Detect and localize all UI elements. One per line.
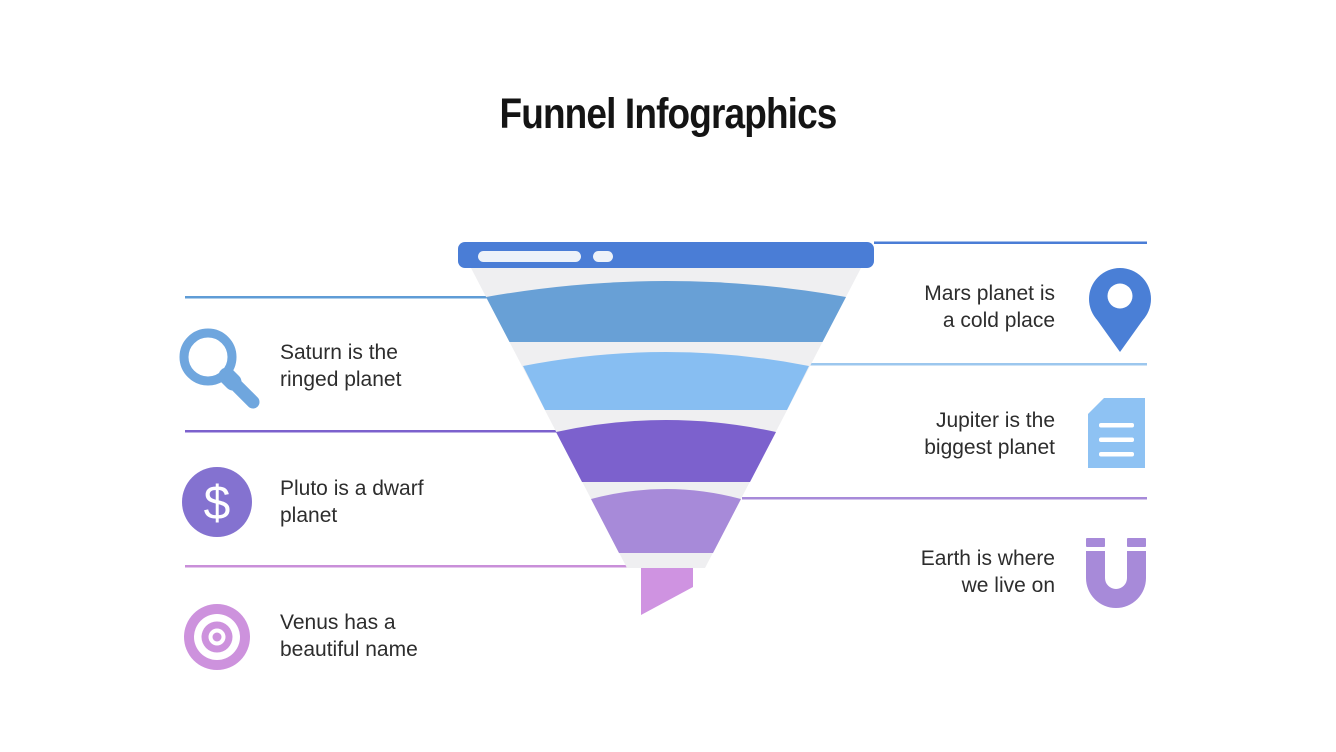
label-earth: Earth is where we live on xyxy=(921,545,1055,599)
dollar-glyph: $ xyxy=(204,477,231,530)
magnifier-ring xyxy=(179,328,237,386)
label-pluto-line-2: planet xyxy=(280,504,338,527)
label-jupiter-line-2: biggest planet xyxy=(924,436,1055,459)
document-icon xyxy=(1088,398,1145,468)
page-title: Funnel Infographics xyxy=(499,90,837,138)
label-mars: Mars planet is a cold place xyxy=(924,280,1055,334)
magnet-body xyxy=(1086,551,1146,608)
label-pluto: Pluto is a dwarf planet xyxy=(280,475,424,529)
label-jupiter-line-1: Jupiter is the xyxy=(935,409,1055,432)
magnet-pole-right xyxy=(1127,538,1146,547)
connector-line-jupiter xyxy=(809,363,1147,366)
document-line-3 xyxy=(1099,452,1134,457)
document-page xyxy=(1088,398,1145,468)
label-jupiter: Jupiter is the biggest planet xyxy=(924,407,1055,461)
browser-bar xyxy=(458,242,874,268)
label-earth-line-1: Earth is where xyxy=(920,547,1055,570)
connector-line-pluto xyxy=(185,430,564,433)
funnel-spout xyxy=(641,568,693,615)
funnel-stage-3 xyxy=(556,420,776,482)
magnet-pole-left xyxy=(1086,538,1105,547)
connector-line-mars xyxy=(874,241,1147,244)
document-line-2 xyxy=(1099,437,1134,442)
funnel-stage-4 xyxy=(591,489,741,553)
funnel-body xyxy=(471,268,861,568)
dollar-circle xyxy=(182,467,252,537)
browser-button-pill xyxy=(593,251,613,262)
magnifier-handle xyxy=(224,373,260,409)
target-icon xyxy=(184,604,250,670)
funnel-stage-1 xyxy=(486,281,846,342)
connector-line-earth xyxy=(742,497,1147,500)
pin-hole xyxy=(1107,283,1133,309)
label-saturn-line-2: ringed planet xyxy=(280,368,402,391)
dollar-icon: $ xyxy=(182,467,252,537)
magnifier-icon xyxy=(179,328,260,409)
label-venus-line-1: Venus has a xyxy=(280,611,396,634)
label-mars-line-1: Mars planet is xyxy=(924,282,1055,305)
browser-address-pill xyxy=(478,251,581,262)
label-venus: Venus has a beautiful name xyxy=(280,609,418,663)
label-saturn: Saturn is the ringed planet xyxy=(280,339,401,393)
label-venus-line-2: beautiful name xyxy=(280,638,418,661)
target-center-dot xyxy=(212,632,222,642)
map-pin-icon xyxy=(1089,268,1151,352)
magnet-icon xyxy=(1086,538,1146,608)
label-pluto-line-1: Pluto is a dwarf xyxy=(280,477,424,500)
funnel-stage-2 xyxy=(523,352,809,410)
label-saturn-line-1: Saturn is the xyxy=(280,341,398,364)
label-mars-line-2: a cold place xyxy=(942,309,1055,332)
pin-tail xyxy=(1095,317,1145,352)
connector-line-saturn xyxy=(185,296,487,299)
connector-line-venus xyxy=(185,565,642,568)
document-line-1 xyxy=(1099,423,1134,428)
label-earth-line-2: we live on xyxy=(961,574,1055,597)
